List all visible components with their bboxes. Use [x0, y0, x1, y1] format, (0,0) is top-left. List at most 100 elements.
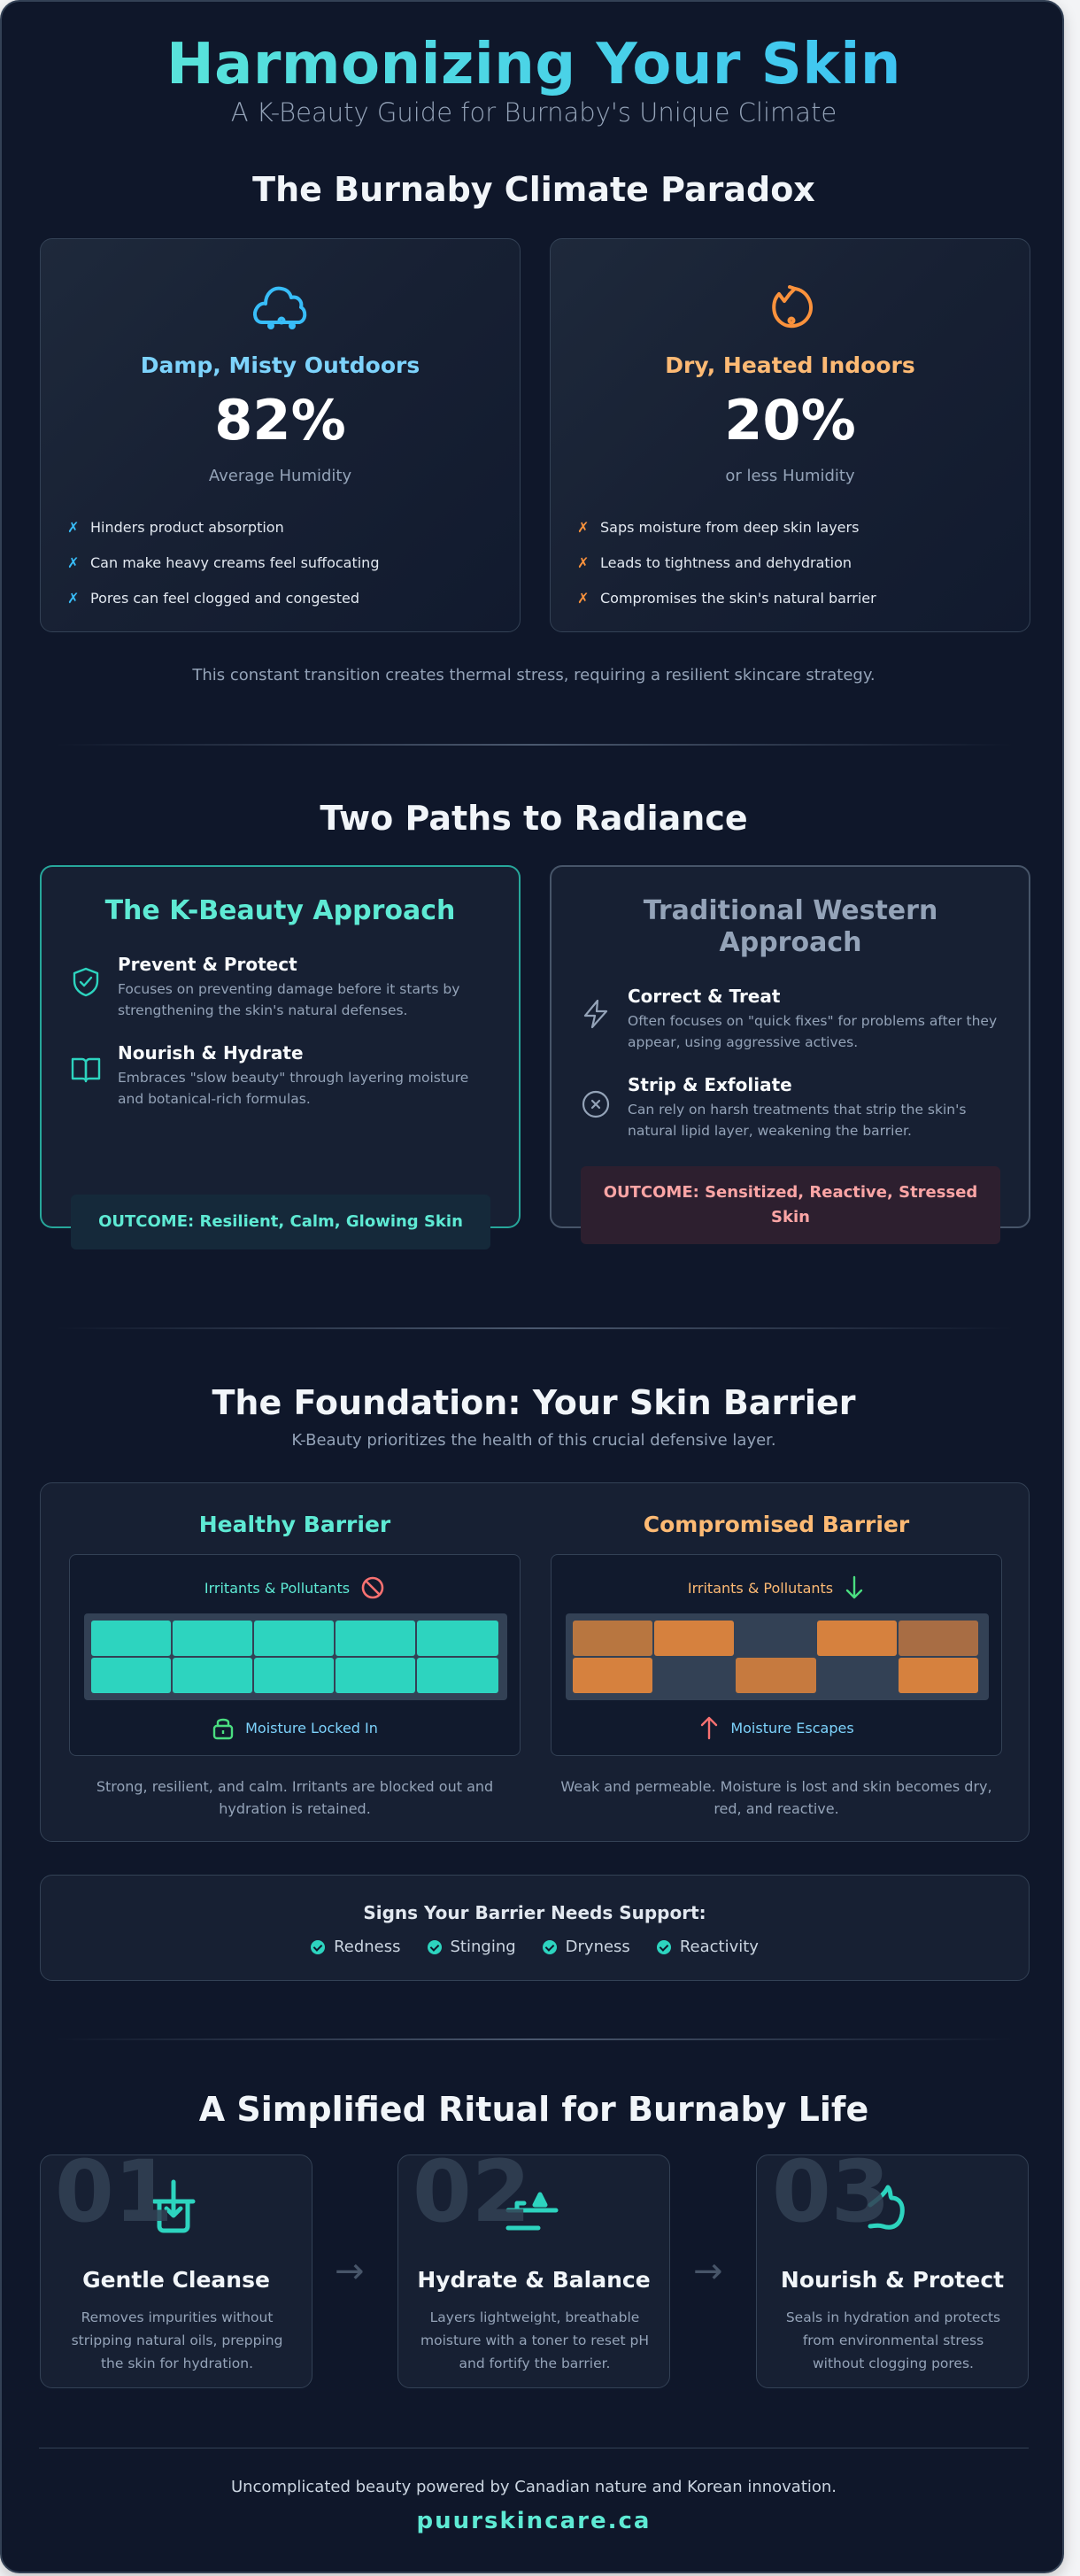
healthy-brick-wall: [84, 1613, 507, 1700]
brick: [573, 1658, 652, 1693]
sign-item: Reactivity: [656, 1938, 759, 1956]
arrow-down-icon: [845, 1575, 863, 1599]
step-number: 01: [55, 2142, 174, 2241]
x-circle-icon: [582, 1090, 610, 1118]
check-circle-icon: [427, 1939, 442, 1954]
brick: [417, 1658, 498, 1693]
ritual-step-1: Gentle Cleanse Removes impurities withou…: [40, 2154, 312, 2388]
brick: [654, 1621, 734, 1656]
page-subtitle: A K-Beauty Guide for Burnaby's Unique Cl…: [230, 97, 837, 128]
irritants-label: Irritants & Pollutants: [70, 1573, 520, 1603]
shield-check-icon: [73, 967, 99, 997]
arrow-right-icon: →: [335, 2251, 365, 2292]
brick: [336, 1621, 415, 1656]
sign-item: Redness: [311, 1938, 401, 1956]
feature-desc: Can rely on harsh treatments that strip …: [628, 1102, 967, 1139]
feature-title: Prevent & Protect: [118, 954, 297, 975]
feature-title: Correct & Treat: [628, 986, 781, 1007]
x-mark-icon: ✗: [67, 553, 80, 571]
lightning-icon: [583, 999, 608, 1029]
brick: [417, 1621, 498, 1656]
arrow-up-icon: [701, 1716, 718, 1740]
list-item-text: Pores can feel clogged and congested: [90, 589, 359, 607]
barrier-signs-panel: Signs Your Barrier Needs Support: Rednes…: [40, 1875, 1030, 1981]
list-item-text: Hinders product absorption: [90, 518, 284, 536]
dry-heat-icon: [772, 285, 813, 329]
feature-title: Strip & Exfoliate: [628, 1074, 792, 1095]
kbeauty-approach-card: The K-Beauty Approach Prevent & Protect …: [40, 865, 521, 1249]
list-item: ✗ Hinders product absorption: [67, 509, 379, 545]
brick: [573, 1621, 652, 1656]
climate-card-indoors: Dry, Heated Indoors 20% or less Humidity…: [550, 238, 1030, 632]
paths-section-title: Two Paths to Radiance: [320, 799, 748, 838]
irritants-label: Irritants & Pollutants: [552, 1573, 1001, 1603]
kbeauty-outcome-badge: OUTCOME: Resilient, Calm, Glowing Skin: [71, 1195, 490, 1249]
protect-hand-icon: [868, 2185, 905, 2230]
sign-item: Dryness: [542, 1938, 630, 1956]
sign-label: Redness: [334, 1938, 401, 1956]
step-title: Nourish & Protect: [780, 2267, 1005, 2293]
ritual-section-title: A Simplified Ritual for Burnaby Life: [198, 2090, 869, 2129]
list-item: ✗ Compromises the skin's natural barrier: [577, 580, 876, 615]
approach-title: Traditional Western Approach: [643, 895, 938, 958]
barrier-title: Healthy Barrier: [198, 1512, 391, 1537]
list-item-text: Leads to tightness and dehydration: [600, 553, 852, 571]
sign-item: Stinging: [427, 1938, 516, 1956]
brick: [254, 1658, 334, 1693]
barrier-desc: Weak and permeable. Moisture is lost and…: [560, 1778, 992, 1817]
compromised-barrier-diagram: Irritants & Pollutants: [551, 1554, 1002, 1756]
list-item: ✗ Leads to tightness and dehydration: [577, 545, 876, 580]
moisture-label-text: Moisture Locked In: [245, 1719, 378, 1737]
list-item-text: Can make heavy creams feel suffocating: [90, 553, 380, 571]
section-divider: [55, 1327, 1013, 1329]
sign-label: Dryness: [565, 1938, 630, 1956]
brick: [254, 1621, 334, 1656]
x-mark-icon: ✗: [67, 589, 80, 607]
healthy-barrier-column: Healthy Barrier Irritants & Pollutants: [69, 1483, 521, 1841]
list-item: ✗ Can make heavy creams feel suffocating: [67, 545, 379, 580]
climate-note: This constant transition creates thermal…: [192, 666, 876, 685]
list-item-text: Saps moisture from deep skin layers: [600, 518, 860, 536]
brick: [336, 1658, 415, 1693]
lock-icon: [212, 1718, 234, 1740]
humidity-label: or less Humidity: [725, 467, 855, 485]
step-desc: Removes impurities without stripping nat…: [71, 2309, 283, 2371]
humidity-label: Average Humidity: [208, 467, 352, 485]
feature-title: Nourish & Hydrate: [118, 1042, 304, 1064]
section-divider: [55, 744, 1013, 746]
x-mark-icon: ✗: [577, 589, 590, 607]
climate-section-title: The Burnaby Climate Paradox: [252, 170, 815, 209]
approach-title: The K-Beauty Approach: [104, 895, 456, 926]
step-desc: Layers lightweight, breathable moisture …: [420, 2309, 649, 2371]
brick: [899, 1621, 978, 1656]
ritual-step-3: Nourish & Protect Seals in hydration and…: [756, 2154, 1029, 2388]
sign-label: Reactivity: [679, 1938, 759, 1956]
brick: [91, 1658, 171, 1693]
signs-list: Redness Stinging Dryness Reactivity: [41, 1938, 1029, 1956]
brick: [899, 1658, 978, 1693]
website-link[interactable]: puurskincare.ca: [416, 2508, 652, 2534]
list-item-text: Compromises the skin's natural barrier: [600, 589, 876, 607]
compromised-brick-wall: [566, 1613, 989, 1700]
barrier-desc: Strong, resilient, and calm. Irritants a…: [96, 1778, 494, 1817]
step-number: 02: [413, 2142, 531, 2241]
step-title: Hydrate & Balance: [417, 2267, 651, 2293]
open-book-icon: [71, 1057, 101, 1083]
arrow-right-icon: →: [693, 2251, 723, 2292]
humidity-value: 82%: [214, 388, 346, 453]
climate-card-outdoors: Damp, Misty Outdoors 82% Average Humidit…: [40, 238, 521, 632]
barrier-section-subtitle: K-Beauty prioritizes the health of this …: [291, 1431, 776, 1450]
compromised-barrier-column: Compromised Barrier Irritants & Pollutan…: [551, 1483, 1002, 1841]
brick: [173, 1621, 252, 1656]
x-mark-icon: ✗: [67, 518, 80, 536]
page-title: Harmonizing Your Skin: [2, 32, 1062, 97]
brick: [91, 1621, 171, 1656]
moisture-label: Moisture Escapes: [552, 1714, 1001, 1741]
feature-desc: Focuses on preventing damage before it s…: [118, 981, 460, 1018]
x-mark-icon: ✗: [577, 553, 590, 571]
moisture-label: Moisture Locked In: [70, 1714, 520, 1741]
blocked-icon: [361, 1576, 384, 1599]
effects-list: ✗ Hinders product absorption ✗ Can make he…: [67, 509, 379, 615]
climate-card-title: Dry, Heated Indoors: [665, 352, 915, 378]
western-approach-card: Traditional Western Approach Correct & T…: [550, 865, 1030, 1244]
